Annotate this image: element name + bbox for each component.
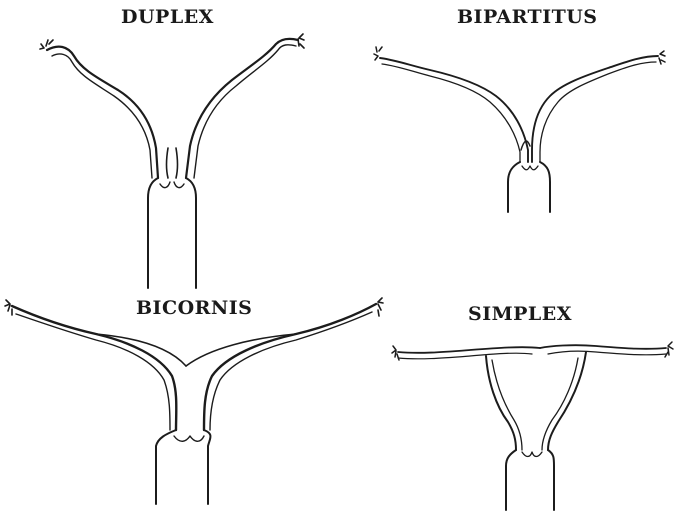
duplex-diagram bbox=[40, 34, 304, 288]
bicornis-diagram bbox=[5, 298, 383, 504]
simplex-diagram bbox=[392, 342, 673, 510]
bipartitus-diagram bbox=[374, 47, 665, 212]
